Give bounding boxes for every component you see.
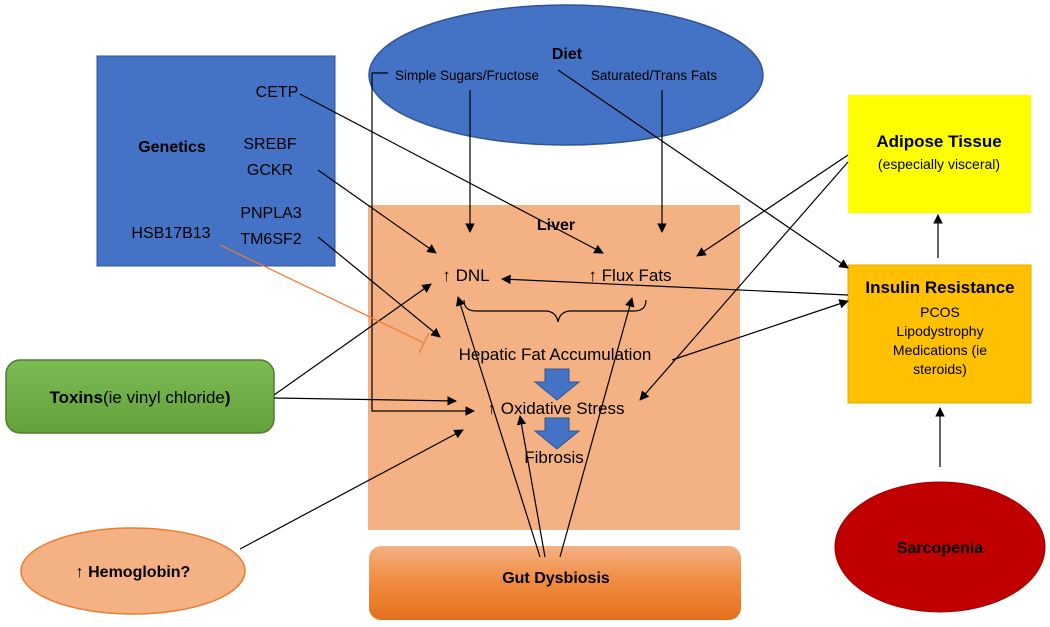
diet-fats-label: Saturated/Trans Fats: [591, 68, 718, 83]
gene-srebf: SREBF: [243, 136, 297, 153]
liver-fibrosis: Fibrosis: [524, 448, 584, 467]
arrow-accumulation-to-insulin: [671, 299, 849, 361]
liver-dnl: ↑ DNL: [442, 266, 489, 285]
arrow-insulin-to-dnl: [501, 274, 849, 296]
diet-sugars-label: Simple Sugars/Fructose: [395, 68, 539, 83]
genetics-box: [96, 55, 336, 267]
toxins-label: Toxins(ie vinyl chloride): [49, 388, 230, 407]
diet-title: Diet: [552, 46, 583, 63]
gene-hsb17b13: HSB17B13: [131, 225, 210, 242]
liver-oxidative-stress: ↑ Oxidative Stress: [488, 399, 625, 418]
arrow-cetp-to-flux: [299, 93, 604, 254]
liver-box: [368, 205, 740, 530]
gut-dysbiosis-box: [369, 546, 741, 620]
hemoglobin-label: ↑ Hemoglobin?: [76, 564, 191, 581]
toxins-close: ): [225, 388, 231, 407]
insulin-item-medications: Medications (ie: [893, 342, 987, 358]
adipose-box: [848, 95, 1031, 213]
insulin-title: Insulin Resistance: [865, 278, 1014, 297]
liver-title: Liver: [537, 217, 575, 234]
arrow-toxins-to-dnl: [273, 283, 432, 396]
insulin-item-steroids: steroids): [913, 361, 967, 377]
insulin-box: [847, 264, 1032, 404]
sarcopenia-label: Sarcopenia: [897, 540, 983, 557]
hemoglobin-ellipse: [20, 527, 246, 615]
insulin-item-pcos: PCOS: [920, 304, 960, 320]
arrow-diet-to-oxidative-stress: [371, 72, 475, 416]
arrow-hemoglobin-to-oxidative: [239, 429, 464, 550]
adipose-subtitle: (especially visceral): [878, 156, 1000, 172]
adipose-title: Adipose Tissue: [876, 132, 1001, 151]
inhibit-hsb17b13: [219, 244, 430, 354]
gene-pnpla3: PNPLA3: [240, 205, 301, 222]
gene-gckr: GCKR: [247, 162, 293, 179]
sarcopenia-ellipse: [834, 481, 1046, 613]
arrow-pnpla3-to-accumulation: [317, 236, 441, 338]
genetics-title: Genetics: [138, 139, 206, 156]
arrow-gut-to-dnl: [456, 296, 541, 558]
toxins-title: Toxins: [49, 388, 103, 407]
liver-flux-fats: ↑ Flux Fats: [588, 266, 671, 285]
arrow-diet-to-insulin: [557, 69, 849, 269]
insulin-item-lipodystrophy: Lipodystrophy: [896, 323, 983, 339]
gene-tm6sf2: TM6SF2: [240, 231, 301, 248]
gene-cetp: CETP: [256, 84, 299, 101]
arrow-gut-to-flux: [559, 297, 635, 558]
gut-dysbiosis-label: Gut Dysbiosis: [502, 570, 610, 587]
bracket-dnl-flux: [463, 299, 647, 323]
toxins-detail: (ie vinyl chloride: [103, 388, 225, 407]
arrow-gckr-to-dnl: [317, 169, 437, 254]
flow-arrow-oxidative-to-fibrosis: [533, 417, 581, 450]
liver-accumulation: Hepatic Fat Accumulation: [459, 345, 652, 364]
arrow-adipose-to-flux: [696, 154, 849, 257]
toxins-box: [5, 359, 275, 434]
flow-arrow-accumulation-to-oxidative: [533, 368, 581, 401]
arrow-gut-to-oxidative: [516, 415, 546, 558]
arrow-adipose-to-oxidative: [639, 161, 849, 401]
arrow-toxins-to-oxidative: [273, 396, 457, 406]
